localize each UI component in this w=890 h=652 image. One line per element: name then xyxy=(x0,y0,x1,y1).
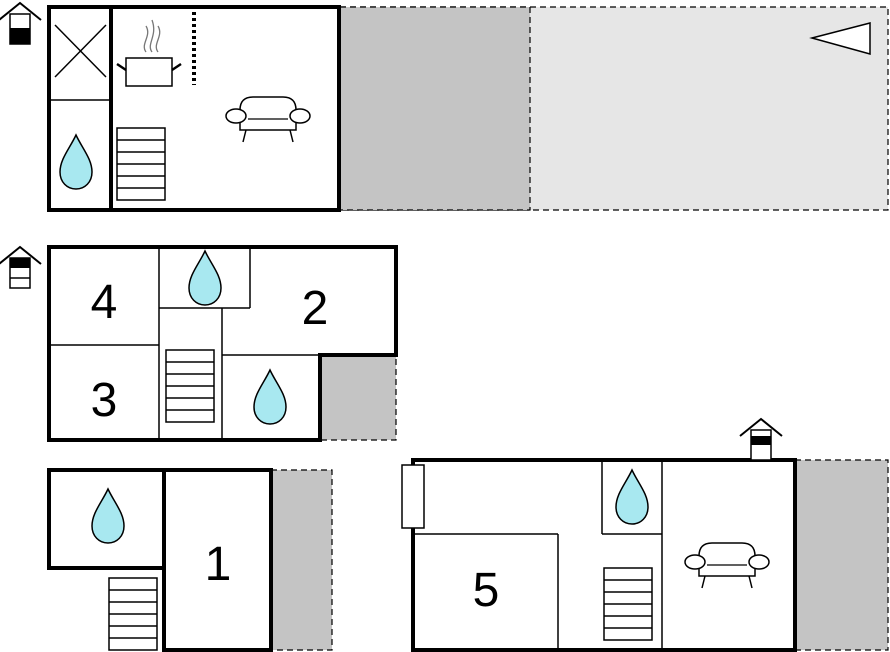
lower-left-outline xyxy=(47,468,273,652)
middle-floor: 4 3 2 xyxy=(0,245,398,442)
fireplace-icon xyxy=(54,24,107,78)
terrace-dark xyxy=(319,354,397,441)
staircase-icon xyxy=(108,577,158,651)
cooking-pot-icon xyxy=(116,19,182,87)
bathroom-drop-icon xyxy=(615,469,649,525)
room-number-3: 3 xyxy=(91,374,118,427)
lower-right-outline xyxy=(411,458,797,652)
room-number-4: 4 xyxy=(91,276,118,329)
wardrobe xyxy=(401,464,425,529)
staircase-icon xyxy=(603,567,653,641)
bathroom-drop-icon xyxy=(253,369,287,425)
staircase-icon xyxy=(116,127,166,201)
sofa-icon xyxy=(684,542,770,589)
house-level-icon xyxy=(0,2,42,45)
bathroom-drop-icon xyxy=(59,134,93,190)
bathroom-drop-icon xyxy=(91,488,125,544)
north-arrow-icon xyxy=(809,22,871,55)
lower-left-floor: 1 xyxy=(47,468,333,652)
sofa-icon xyxy=(225,96,311,143)
terrace-dark xyxy=(794,459,889,651)
staircase-icon xyxy=(165,349,215,423)
bathroom-drop-icon xyxy=(188,250,222,306)
room-number-5: 5 xyxy=(473,564,500,617)
top-floor xyxy=(0,2,889,212)
house-level-icon xyxy=(739,418,783,461)
terrace-dark xyxy=(339,6,531,211)
terrace-dark xyxy=(270,469,333,651)
lower-right-floor: 5 xyxy=(401,418,889,652)
room-number-1: 1 xyxy=(205,538,232,591)
top-floor-outline xyxy=(47,5,341,212)
room-number-2: 2 xyxy=(302,282,329,335)
house-level-icon xyxy=(0,246,42,289)
